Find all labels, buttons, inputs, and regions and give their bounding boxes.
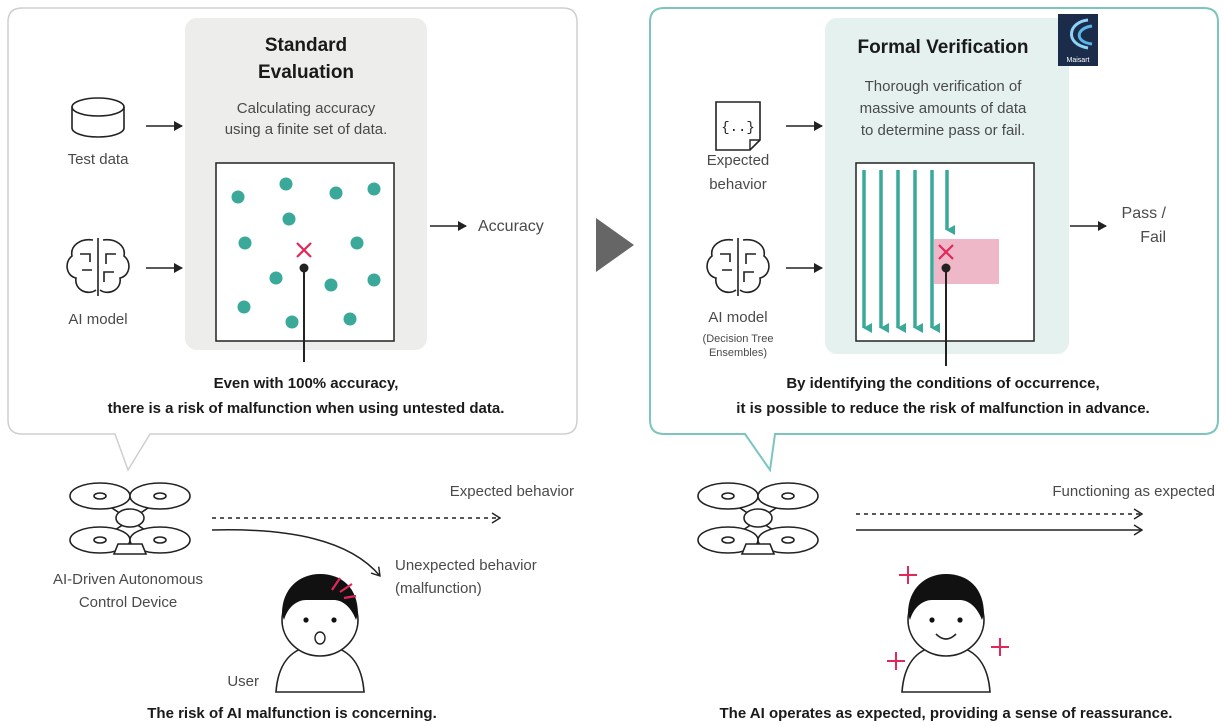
pointer-dot-right: [941, 263, 951, 273]
standard-title-line1: Standard: [265, 35, 347, 56]
pass-fail-label-line1: Pass /: [1122, 205, 1167, 222]
device-label-line1: AI-Driven Autonomous: [53, 571, 203, 588]
ai-brain-icon: [66, 238, 130, 296]
logo-text: Maisart: [1067, 57, 1090, 64]
verification-sweep-arrows: [862, 170, 955, 333]
bottom-right-caption: The AI operates as expected, providing a…: [720, 705, 1173, 722]
data-point: [238, 236, 252, 250]
standard-title-line2: Evaluation: [258, 62, 354, 83]
left-caption-line2: there is a risk of malfunction when usin…: [108, 400, 505, 417]
pointer-dot: [299, 263, 309, 273]
untested-point-cross-icon: [296, 242, 312, 258]
expected-behavior-text: Expected behavior: [450, 483, 574, 500]
ai-model-sub-line1: (Decision Tree: [703, 333, 774, 345]
braces-glyph: {..}: [721, 120, 755, 136]
device-label-line2: Control Device: [79, 594, 177, 611]
malfunction-curved-arrow: [211, 529, 380, 576]
user-label: User: [227, 673, 259, 690]
left-caption-line1: Even with 100% accuracy,: [214, 375, 399, 392]
test-data-label: Test data: [68, 151, 130, 168]
failure-region: [934, 239, 999, 284]
data-point: [367, 182, 381, 196]
accuracy-label: Accuracy: [478, 218, 544, 235]
failure-point-cross-icon: [938, 244, 954, 260]
pass-fail-label-line2: Fail: [1140, 229, 1166, 246]
reassured-user-icon: [901, 574, 991, 693]
formal-title: Formal Verification: [857, 37, 1028, 58]
data-point: [237, 300, 251, 314]
bottom-left-caption: The risk of AI malfunction is concerning…: [147, 705, 436, 722]
unexpected-behavior-line1: Unexpected behavior: [395, 557, 537, 574]
data-point: [367, 273, 381, 287]
expected-behavior-label-line1: Expected: [707, 152, 770, 169]
database-icon: [71, 97, 125, 138]
data-point: [343, 312, 357, 326]
formal-desc-line2: massive amounts of data: [860, 100, 1027, 117]
data-point: [324, 278, 338, 292]
formal-desc-line3: to determine pass or fail.: [861, 122, 1025, 139]
data-point: [279, 177, 293, 191]
formal-desc-line1: Thorough verification of: [865, 78, 1023, 95]
right-caption-line2: it is possible to reduce the risk of mal…: [736, 400, 1149, 417]
sparkle-icon: [887, 566, 1009, 670]
ai-model-label-left: AI model: [68, 311, 127, 328]
unexpected-behavior-line2: (malfunction): [395, 580, 482, 597]
data-point: [269, 271, 283, 285]
ai-model-label-right: AI model: [708, 309, 767, 326]
functioning-as-expected-text: Functioning as expected: [1052, 483, 1215, 500]
expected-behavior-document-icon: {..}: [715, 101, 761, 151]
standard-desc-line1: Calculating accuracy: [237, 100, 376, 117]
data-point: [350, 236, 364, 250]
data-point: [282, 212, 296, 226]
worried-user-icon: [275, 574, 365, 693]
data-point: [329, 186, 343, 200]
ai-model-sub-line2: Ensembles): [709, 347, 767, 359]
data-point: [285, 315, 299, 329]
ai-brain-icon-right: [706, 238, 770, 296]
standard-desc-line2: using a finite set of data.: [225, 121, 388, 138]
transition-arrow-icon: [596, 218, 634, 272]
expected-behavior-label-line2: behavior: [709, 176, 767, 193]
data-point: [231, 190, 245, 204]
maisart-logo: Maisart: [1058, 14, 1098, 66]
right-caption-line1: By identifying the conditions of occurre…: [786, 375, 1099, 392]
drone-icon-right: [697, 482, 819, 555]
data-points: [231, 177, 381, 329]
drone-icon: [69, 482, 191, 555]
